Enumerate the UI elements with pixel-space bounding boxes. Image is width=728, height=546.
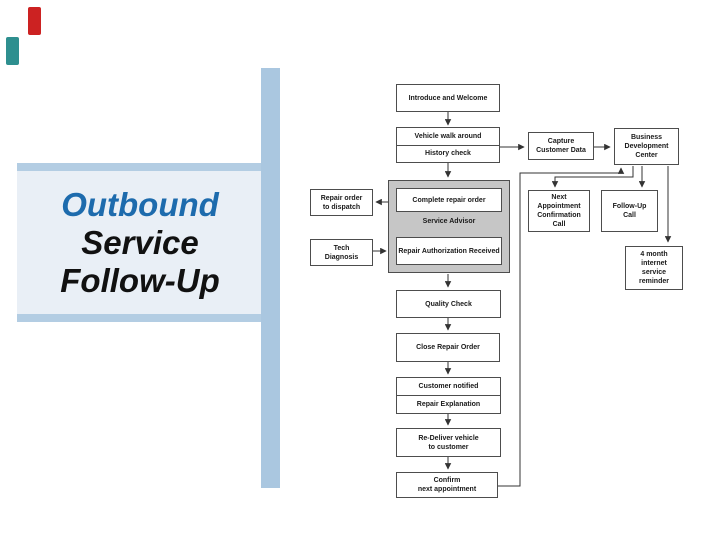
flow-box-introduce: Introduce and Welcome: [396, 84, 500, 112]
repair-explanation-label: Repair Explanation: [397, 395, 500, 413]
flow-box-capture-customer-data: Capture Customer Data: [528, 132, 594, 160]
panel-bottom-strip: [17, 314, 263, 322]
flow-box-next-appointment-confirmation-call: Next Appointment Confirmation Call: [528, 190, 590, 232]
flow-box-customer-notified: Customer notified Repair Explanation: [396, 377, 501, 414]
flow-box-redeliver-vehicle: Re-Deliver vehicle to customer: [396, 428, 501, 457]
flow-box-4-month-internet-service-reminder: 4 month internet service reminder: [625, 246, 683, 290]
service-advisor-label: Service Advisor: [422, 218, 476, 225]
flow-box-repair-order-to-dispatch: Repair order to dispatch: [310, 189, 373, 216]
panel-top-strip: [17, 163, 263, 171]
red-corner-tab: [28, 7, 41, 35]
title-line-service: Service: [81, 223, 199, 261]
flow-box-repair-authorization-received: Repair Authorization Received: [396, 237, 502, 265]
vehicle-walk-around-label: Vehicle walk around: [414, 132, 482, 140]
flow-box-vehicle-walk-around: Vehicle walk around History check: [396, 127, 500, 163]
flow-box-close-repair-order: Close Repair Order: [396, 333, 500, 362]
flow-box-business-development-center: Business Development Center: [614, 128, 679, 165]
title-line-follow-up: Follow-Up: [60, 261, 220, 299]
title-line-outbound: Outbound: [61, 185, 219, 223]
flow-box-follow-up-call: Follow-Up Call: [601, 190, 658, 232]
history-check-label: History check: [397, 144, 499, 163]
title-panel: Outbound Service Follow-Up: [17, 163, 263, 322]
vertical-accent-bar: [261, 68, 280, 488]
flow-box-complete-repair-order: Complete repair order: [396, 188, 502, 212]
flow-box-quality-check: Quality Check: [396, 290, 501, 318]
service-advisor-group: Complete repair order Service Advisor Re…: [388, 180, 510, 273]
customer-notified-label: Customer notified: [418, 383, 479, 390]
slide-title: Outbound Service Follow-Up: [17, 171, 263, 314]
flow-box-confirm-next-appointment: Confirm next appointment: [396, 472, 498, 498]
flow-box-tech-diagnosis: Tech Diagnosis: [310, 239, 373, 266]
teal-corner-tab: [6, 37, 19, 65]
